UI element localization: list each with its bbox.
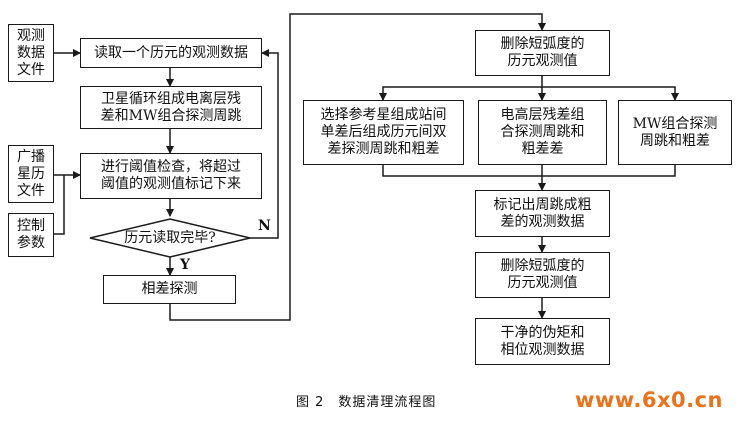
edge-control-to-threshold — [54, 175, 65, 235]
edge-decision-no-loop — [250, 49, 279, 239]
node-broadcast-ephemeris-file: 广播 星历 文件 — [8, 145, 54, 203]
edge-del1-to-refsat — [379, 76, 543, 101]
node-delete-short-arc-2: 删除短弧度的 历元观测值 — [475, 252, 610, 298]
node-observation-file: 观测 数据 文件 — [8, 24, 54, 82]
node-mark-cycle-slips: 标记出周跳成粗 差的观测数据 — [475, 190, 610, 237]
node-reference-satellite-double-diff: 选择参考星组成站间 单差后组成历元间双 差探测周跳和粗差 — [303, 100, 464, 165]
node-combination-detect: 卫星循环组成电离层残 差和MW组合探测周跳 — [80, 86, 262, 129]
figure-caption: 图 2 数据清理流程图 — [296, 395, 437, 410]
node-delete-short-arc-1: 删除短弧度的 历元观测值 — [475, 30, 610, 76]
edge-label-yes: Y — [180, 257, 190, 273]
node-clean-observations: 干净的伪矩和 相位观测数据 — [475, 318, 610, 365]
node-threshold-check: 进行阈值检查，将超过 阈值的观测值标记下来 — [80, 153, 262, 199]
edge-phase-to-right — [169, 13, 546, 321]
node-control-params: 控制 参数 — [8, 213, 54, 257]
edge-mw-to-mark — [542, 165, 676, 177]
edge-label-no: N — [258, 218, 271, 234]
decision-diamond — [89, 218, 251, 258]
node-phase-detection: 相差探测 — [103, 275, 236, 304]
edge-del1-to-mw — [542, 86, 679, 101]
decision-label: 历元读取完毕? — [124, 230, 216, 246]
node-ionosphere-residual: 电高层残差组 合探测周跳和 粗差差 — [478, 100, 607, 165]
node-mw-combination: MW组合探测 周跳和粗差 — [618, 100, 732, 165]
watermark: www.6x0.cn — [575, 388, 723, 412]
node-read-epoch: 读取一个历元的观测数据 — [80, 38, 262, 68]
edge-refsat-to-mark — [382, 165, 542, 177]
